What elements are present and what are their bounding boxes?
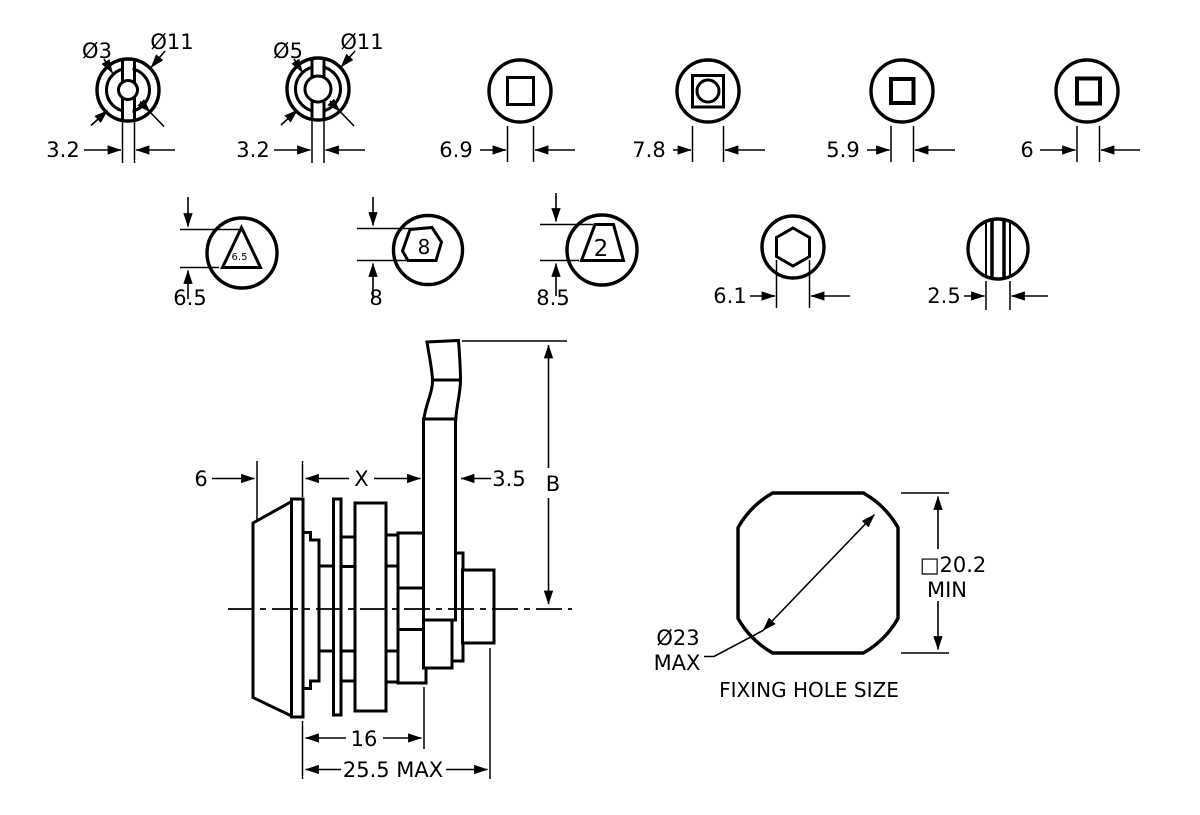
width-label: 7.8 xyxy=(632,138,665,162)
overall-length-label: 25.5 MAX xyxy=(343,758,443,782)
outer-circle xyxy=(285,56,351,122)
diagonal-diameter-arrow xyxy=(762,513,876,632)
inner-circle xyxy=(695,78,721,104)
thread-length-label: 16 xyxy=(351,727,378,751)
mounting-flange-plate xyxy=(290,497,305,719)
dimension-overall-length: 25.5 MAX xyxy=(304,648,491,782)
cam-lock-side-view: 6 X 3.5 B 16 xyxy=(194,338,572,782)
square-socket xyxy=(1075,76,1102,106)
keyface-double-bit-small: Ø3 Ø11 3.2 xyxy=(46,30,194,163)
keyface-square-large: 6.9 xyxy=(439,58,575,162)
width-dimension: 7.8 xyxy=(632,126,765,162)
outer-circle xyxy=(760,214,826,280)
outer-circle xyxy=(966,217,1030,281)
square-socket xyxy=(691,74,725,109)
width-label: 2.5 xyxy=(927,284,960,308)
outer-circle xyxy=(205,216,279,290)
outer-circle xyxy=(487,58,553,124)
width-dimension: 6.1 xyxy=(713,260,850,308)
slot-width-label: 3.2 xyxy=(236,138,269,162)
diameter-leader xyxy=(704,629,764,658)
width-dimension: 6 xyxy=(1020,126,1140,162)
hole-diameter-label: Ø23 xyxy=(656,626,699,650)
width-label: 6.1 xyxy=(713,284,746,308)
dimension-cam-height: B xyxy=(462,340,567,605)
bore-diameter-label: Ø3 xyxy=(82,39,112,63)
slot-width-dimension: 3.2 xyxy=(236,121,365,163)
outer-circle xyxy=(675,58,741,124)
pentagon-marking: 8 xyxy=(418,235,431,259)
trapezoid-marking: 2 xyxy=(594,236,609,262)
square-socket xyxy=(506,76,535,106)
height-dimension: 8.5 xyxy=(536,193,593,310)
dimension-front-protrusion: 6 xyxy=(194,461,258,520)
width-dimension: 2.5 xyxy=(927,281,1048,310)
spacer-tab-bottom xyxy=(339,649,357,683)
dimension-thread-length: 16 xyxy=(301,687,425,779)
cam-height-label: B xyxy=(546,472,560,496)
outer-diameter-label: Ø11 xyxy=(150,30,193,54)
hole-diameter-suffix: MAX xyxy=(654,651,701,675)
grip-length-label: X xyxy=(354,467,368,491)
across-flats-label: □20.2 xyxy=(920,553,987,577)
thin-spacer-plate xyxy=(332,497,343,717)
slot-width-dimension: 3.2 xyxy=(46,122,175,163)
height-label: 8.5 xyxy=(536,286,569,310)
keyface-square-with-ring: 7.8 xyxy=(632,58,765,162)
rear-spindle xyxy=(461,568,496,645)
front-protrusion-label: 6 xyxy=(194,467,207,491)
fixing-hole-outline xyxy=(736,491,900,655)
keyface-hexagon: 6.1 xyxy=(713,214,850,308)
outer-circle xyxy=(565,213,639,287)
triangle-marking: 6.5 xyxy=(232,252,248,263)
keyface-trapezoid: 2 8.5 xyxy=(536,193,639,310)
keyface-triangle: 6.5 6.5 xyxy=(173,197,279,310)
keyface-square-small: 5.9 xyxy=(826,58,955,162)
height-label: 6.5 xyxy=(173,286,206,310)
width-dimension: 5.9 xyxy=(826,126,955,162)
keyface-square-medium: 6 xyxy=(1020,58,1140,162)
keyface-double-bit-large: Ø5 Ø11 3.2 xyxy=(236,30,384,163)
center-bore xyxy=(117,79,139,101)
fixing-nut xyxy=(396,531,428,685)
fixing-hole-detail: Ø23 MAX □20.2 MIN FIXING HOLE SIZE xyxy=(654,491,987,702)
width-label: 6 xyxy=(1020,138,1033,162)
height-dimension: 8 xyxy=(357,197,414,310)
width-dimension: 6.9 xyxy=(439,126,575,162)
outer-diameter-label: Ø11 xyxy=(340,30,383,54)
dimension-cam-thickness: 3.5 xyxy=(460,467,526,491)
height-dimension: 6.5 xyxy=(173,197,243,310)
spacer-tab-top xyxy=(339,535,357,568)
center-bore xyxy=(303,74,333,104)
keyface-slot: 2.5 xyxy=(927,217,1048,310)
keyface-pentagon: 8 8 xyxy=(357,197,465,310)
pentagon-socket xyxy=(400,225,444,262)
outer-circle xyxy=(1054,58,1120,124)
cam-arm-bar xyxy=(422,417,457,622)
trapezoid-socket xyxy=(579,223,626,262)
fixing-hole-caption: FIXING HOLE SIZE xyxy=(719,678,899,702)
outer-circle xyxy=(95,57,161,123)
cam-thickness-label: 3.5 xyxy=(492,467,525,491)
height-label: 8 xyxy=(369,286,382,310)
width-label: 5.9 xyxy=(826,138,859,162)
square-socket xyxy=(889,77,916,105)
outer-circle xyxy=(869,58,935,124)
bore-diameter-label: Ø5 xyxy=(273,39,303,63)
outer-circle xyxy=(391,213,465,287)
dimension-grip-length: X xyxy=(301,461,422,497)
across-flats-suffix: MIN xyxy=(927,578,967,602)
triangle-socket xyxy=(220,224,263,269)
hexagon-socket xyxy=(775,226,811,268)
cam-boss xyxy=(422,618,454,670)
lock-body-block xyxy=(353,501,388,713)
retaining-step xyxy=(301,531,321,690)
slot-width-label: 3.2 xyxy=(46,138,79,162)
width-label: 6.9 xyxy=(439,138,472,162)
across-flats-dimension: □20.2 MIN xyxy=(901,492,987,654)
leader-lines xyxy=(280,50,356,127)
leader-lines xyxy=(90,50,166,128)
